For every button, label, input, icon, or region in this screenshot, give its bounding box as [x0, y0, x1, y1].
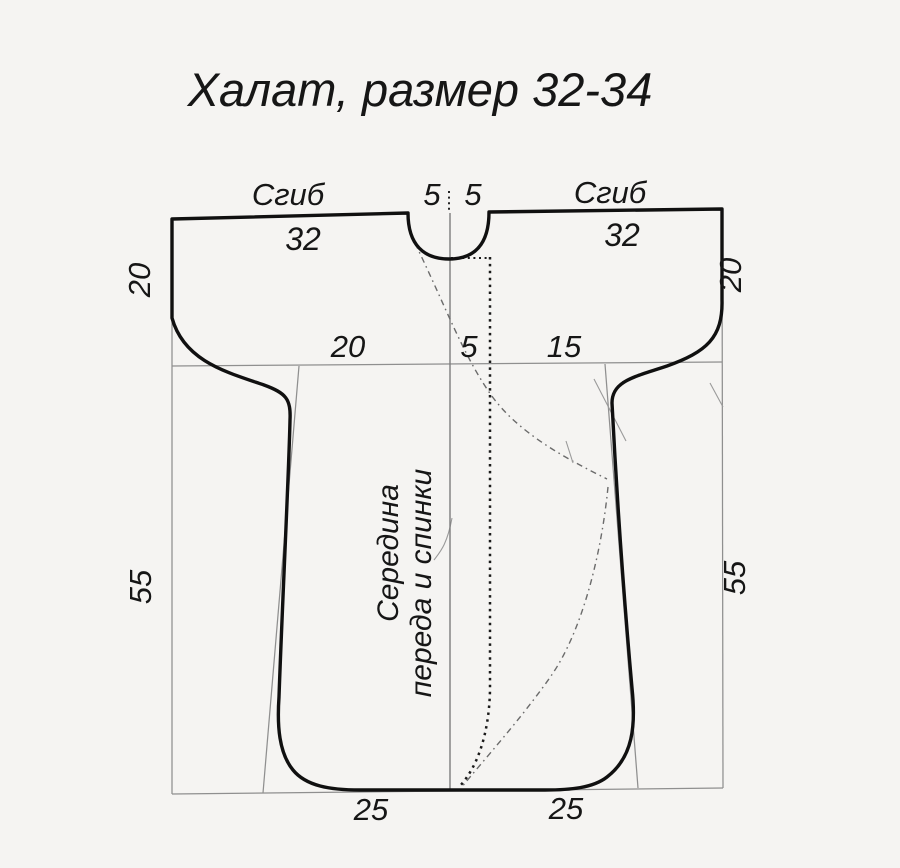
neck-width-right-label: 5	[464, 177, 482, 212]
chest-segment-left-label: 20	[330, 329, 365, 364]
placket-dotted-line	[458, 257, 492, 788]
armhole-depth-right-label: 20	[713, 258, 748, 293]
chest-segment-center-label: 5	[460, 329, 478, 364]
construction-lines	[171, 208, 724, 795]
shoulder-width-left-label: 32	[285, 221, 321, 257]
fold-label-left: Сгиб	[252, 177, 326, 212]
shoulder-width-right-label: 32	[604, 217, 640, 253]
hem-width-left-label: 25	[353, 792, 389, 827]
neck-width-left-label: 5	[423, 177, 441, 212]
auxiliary-curves	[414, 242, 609, 789]
auxiliary-curve-lower	[460, 486, 609, 789]
armhole-depth-left-label: 20	[122, 263, 157, 298]
measurement-labels: Сгиб Сгиб 5 5 32 32 20 20 20 5 15 55 55 …	[122, 175, 752, 827]
center-line-caption-line2: переда и спинки	[405, 468, 438, 697]
construction-tick-right-corner	[709, 382, 724, 408]
hem-width-right-label: 25	[548, 791, 584, 826]
fold-label-right: Сгиб	[574, 175, 648, 210]
auxiliary-curve-tick	[565, 440, 574, 464]
construction-tick-right-underarm	[593, 378, 627, 442]
center-line-caption-line1: Середина	[372, 484, 405, 622]
side-length-right-label: 55	[717, 560, 752, 595]
auxiliary-curve-upper	[414, 242, 608, 480]
construction-left-slant	[262, 365, 300, 794]
chest-segment-right-label: 15	[547, 329, 582, 364]
pattern-outline	[170, 207, 724, 792]
side-length-left-label: 55	[123, 569, 158, 604]
construction-chest-line	[171, 361, 723, 367]
page-title: Халат, размер 32-34	[187, 63, 653, 116]
